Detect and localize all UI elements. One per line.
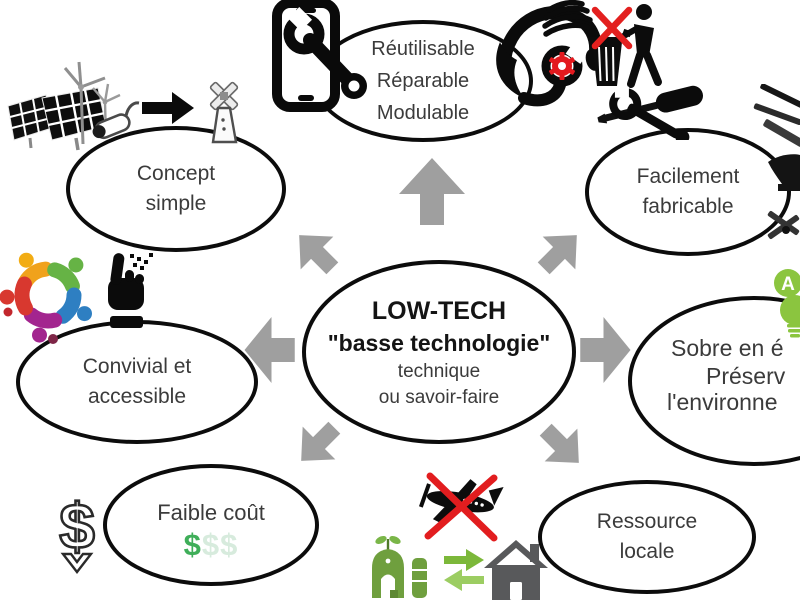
energy-class-bulb-icon: A	[774, 269, 800, 338]
node-fabricable-line2: fabricable	[642, 195, 734, 218]
node-concept-simple: Concept simple	[66, 126, 286, 252]
red-x	[424, 472, 498, 542]
exchange-arrows-icon	[444, 549, 484, 591]
node-reuse-line3: Modulable	[376, 102, 470, 124]
node-convivial-line1: Convivial et	[82, 355, 192, 378]
no-plane-icon	[418, 472, 504, 542]
no-littering-icon	[590, 4, 662, 88]
energy-class-letter: A	[781, 274, 795, 295]
node-concept-line1: Concept	[136, 162, 216, 185]
node-reuse-line1: Réutilisable	[371, 38, 475, 60]
red-x	[591, 6, 633, 50]
barn-icon	[372, 536, 427, 598]
node-faible-cout: Faible coût $$$	[103, 464, 319, 586]
center-title: LOW-TECH	[371, 296, 507, 325]
center-node-low-tech: LOW-TECH "basse technologie" technique o…	[302, 260, 576, 444]
dollar-pale: $$	[201, 527, 239, 562]
dollar-solid: $	[183, 527, 202, 562]
windmill-icon	[209, 81, 239, 144]
node-sobre-line3: l'environne	[667, 389, 778, 415]
node-concept-line2: simple	[145, 192, 207, 215]
node-fabricable-line1: Facilement	[636, 165, 740, 188]
node-ressource-line2: locale	[619, 540, 675, 563]
node-reuse-line2: Réparable	[376, 70, 470, 92]
exhaust-pipe-icon	[92, 101, 140, 140]
dollar-decrease-icon: $	[58, 490, 96, 574]
svg-text:$: $	[59, 490, 95, 562]
phone-repair-icon	[272, 0, 367, 112]
braille-hand-icon	[108, 253, 153, 328]
solar-panels-icon	[7, 87, 107, 151]
radial-arrow-up-right	[527, 218, 594, 285]
node-sobre-line2: Préserv	[706, 363, 786, 389]
radial-arrow-down-right	[529, 413, 596, 480]
dollar-signs: $$$	[184, 528, 239, 562]
center-subtitle: "basse technologie"	[327, 329, 551, 356]
node-facilement-fabricable: Facilement fabricable	[585, 128, 791, 256]
center-line-technique: technique	[397, 360, 481, 382]
node-ressource-line1: Ressource	[596, 510, 698, 533]
transition-arrow-icon	[142, 92, 194, 124]
node-ressource-locale: Ressource locale	[538, 480, 756, 594]
node-sobre-line1: Sobre en é	[671, 335, 784, 361]
red-gear	[548, 52, 576, 80]
community-circle-icon	[0, 252, 92, 344]
radial-arrow-down-left	[284, 411, 351, 478]
center-line-savoir-faire: ou savoir-faire	[378, 386, 500, 408]
workshop-tools-icon	[753, 84, 800, 239]
radial-arrow-up	[399, 158, 465, 225]
radial-arrow-up-left	[282, 218, 349, 285]
node-faible-line1: Faible coût	[157, 500, 265, 525]
node-convivial-line2: accessible	[87, 385, 187, 408]
crossed-tools-icon	[597, 85, 703, 140]
radial-arrow-right	[580, 317, 631, 383]
house-icon	[484, 540, 548, 600]
